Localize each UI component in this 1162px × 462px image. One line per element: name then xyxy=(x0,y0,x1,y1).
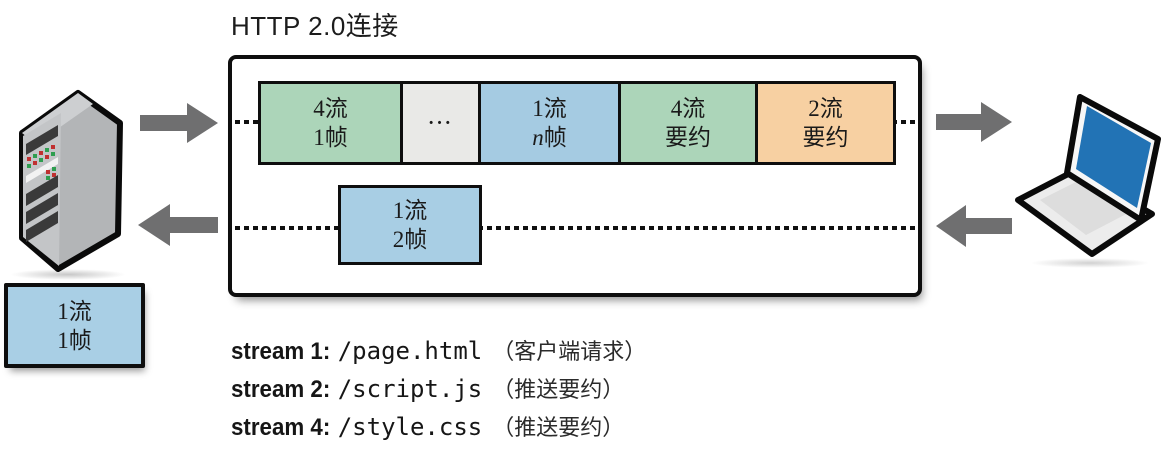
frame-stream2-promise: 2流 要约 xyxy=(755,81,896,165)
stream-legend: stream 1:/page.html （客户端请求） stream 2:/scr… xyxy=(231,332,646,446)
stream-note: （推送要约） xyxy=(492,377,625,402)
frame-label: 1帧 xyxy=(313,125,348,150)
frame-stream1-frame1-delivered: 1流 1帧 xyxy=(4,283,145,368)
ellipsis-icon: ··· xyxy=(427,112,453,134)
diagram-title: HTTP 2.0连接 xyxy=(231,11,399,41)
frame-label: 1流 xyxy=(57,298,92,324)
stream-path: /style.css xyxy=(337,413,483,441)
stream-id: stream 2: xyxy=(231,376,331,403)
stream-note: （推送要约） xyxy=(492,415,625,440)
frame-label: 1流 xyxy=(392,198,428,223)
frame-label: 2流 xyxy=(808,96,843,121)
stream-note: （客户端请求） xyxy=(492,339,647,364)
laptop-screen xyxy=(1076,106,1151,208)
frame-label: 要约 xyxy=(665,125,711,150)
frame-ellipsis: ··· xyxy=(400,81,481,165)
frame-label: n帧 xyxy=(532,125,567,150)
server-shadow xyxy=(10,269,126,280)
frame-stream1-frameN: 1流 n帧 xyxy=(478,81,621,165)
stream-legend-line: stream 4:/style.css （推送要约） xyxy=(231,408,646,446)
stream-id: stream 1: xyxy=(231,338,331,365)
frame-stream4-frame1: 4流 1帧 xyxy=(258,81,403,165)
frame-label: 1流 xyxy=(532,96,567,121)
laptop-shadow xyxy=(1030,258,1150,268)
response-channel-dotted-line xyxy=(235,226,915,230)
stream-legend-line: stream 2:/script.js （推送要约） xyxy=(231,370,646,408)
outgoing-frames-row: 4流 1帧 ··· 1流 n帧 4流 要约 2流 要约 xyxy=(258,81,896,165)
server-icon xyxy=(19,90,123,272)
frame-label: 2帧 xyxy=(392,227,428,252)
stream-id: stream 4: xyxy=(231,414,331,441)
arrow-right-icon xyxy=(936,102,1012,142)
arrow-right-icon xyxy=(140,103,218,143)
connection-box: 4流 1帧 ··· 1流 n帧 4流 要约 2流 要约 1流 2帧 xyxy=(228,55,922,297)
laptop-icon xyxy=(1015,94,1161,257)
frame-stream4-promise: 4流 要约 xyxy=(618,81,758,165)
frame-label: 4流 xyxy=(670,96,706,121)
arrow-left-icon xyxy=(936,205,1012,247)
frame-label: 要约 xyxy=(802,125,849,150)
arrow-left-icon xyxy=(138,204,218,246)
frame-label: 4流 xyxy=(313,96,348,121)
stream-path: /page.html xyxy=(337,337,483,365)
frame-label: 1帧 xyxy=(57,327,92,353)
stream-path: /script.js xyxy=(337,375,483,403)
stream-legend-line: stream 1:/page.html （客户端请求） xyxy=(231,332,646,370)
frame-stream1-frame2: 1流 2帧 xyxy=(338,185,482,265)
